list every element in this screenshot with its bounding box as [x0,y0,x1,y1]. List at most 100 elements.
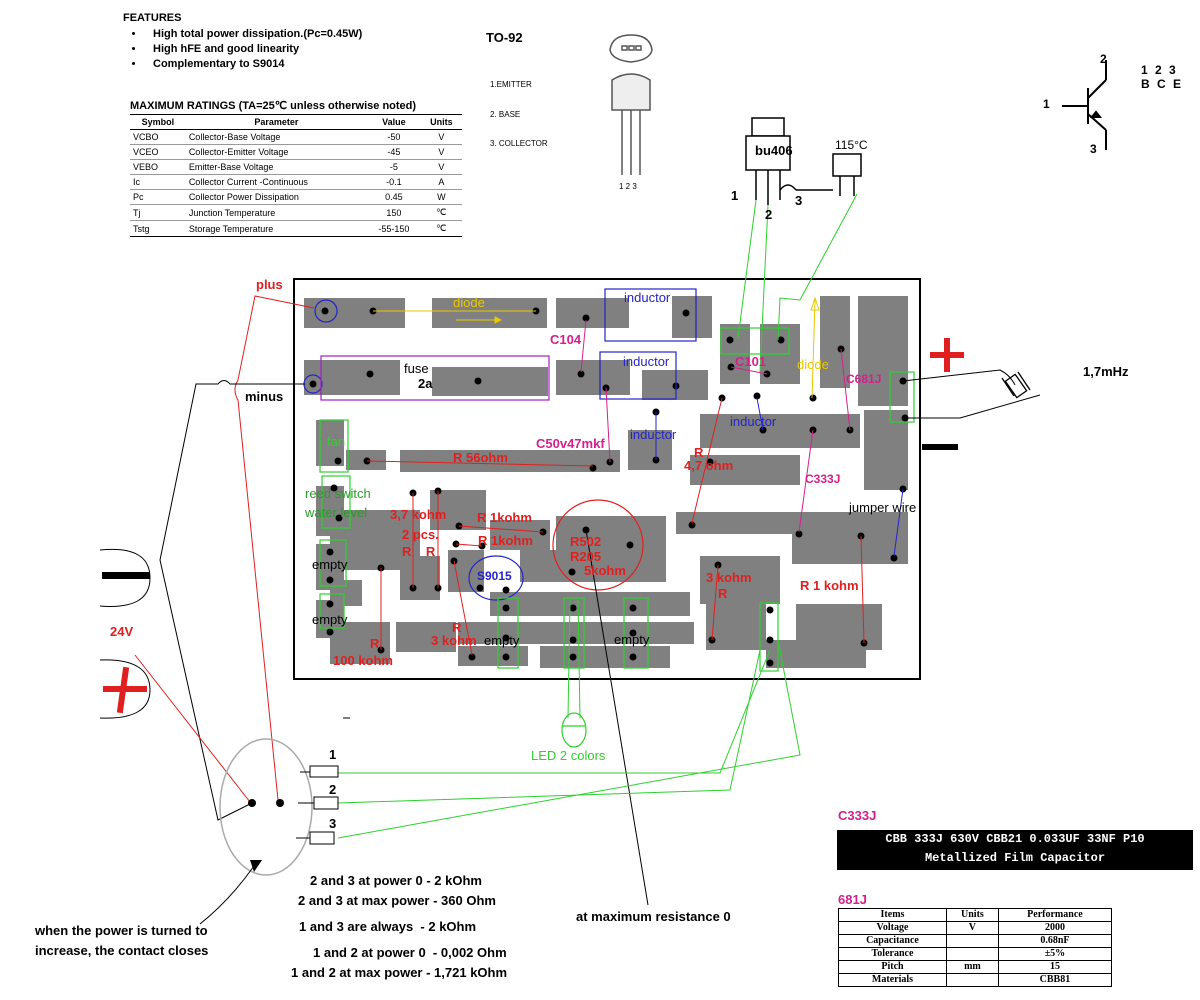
r3k-r: R [452,620,462,635]
reed-switch-label: reed switch [305,486,371,501]
empty-label: empty [484,633,520,648]
r3k-label: 3 kohm [706,570,752,585]
inductor-label: inductor [623,354,670,369]
trimmer-outline [552,499,644,591]
r1k-label: R 1kohm [478,533,533,548]
r47-value: 4,7 ohm [684,458,734,473]
empty-label: empty [312,612,348,627]
symbol-pin1: 1 [1043,97,1050,111]
inductor-outlines [303,288,697,601]
r3k-r: R [718,586,728,601]
note-2-3-min: 2 and 3 at power 0 - 2 kOhm [310,873,482,888]
r100-r: R [370,636,380,651]
spec-cell: Materials [838,973,947,987]
plus-supply-icon [99,659,151,719]
c333j-spec-line1: CBB 333J 630V CBB21 0.033UF 33NF P10 [885,832,1145,846]
pin-numbers: 1 2 3 [619,182,637,191]
led-icon [561,712,587,748]
r502-label: R502 [570,534,602,549]
minus-label: minus [245,389,284,404]
fuse-value: 2a [418,376,433,391]
symbol-pin3: 3 [1090,142,1097,156]
ratings-cell: Collector-Base Voltage [185,129,368,145]
ratings-cell: Storage Temperature [185,220,368,237]
r2pcs-label: 2 pcs. [402,527,439,542]
jumper-wire-label: jumper wire [849,500,917,515]
r1k-label: R 1kohm [477,510,532,525]
c104-label: C104 [550,332,582,347]
c50-label: C50v47mkf [536,436,605,451]
681j-spec-tag: 681J [838,892,867,907]
spec-cell: 2000 [997,921,1113,935]
inductor-label: inductor [730,414,777,429]
r205-label: R205 [570,549,602,564]
pin-label-collector: 3. COLLECTOR [490,139,548,148]
ratings-cell: -55-150 [367,220,421,237]
c681j-label: C681J [846,372,882,386]
spec-cell: ±5% [997,947,1113,961]
c101-label: C101 [735,354,767,369]
minus-terminal-icon [922,444,958,450]
to92-package-icon [609,34,653,175]
max-ratings-block: MAXIMUM RATINGS (TA=25℃ unless otherwise… [130,99,462,237]
diode-label: diode [797,357,829,372]
spec-cell: Voltage [838,921,947,935]
plus-terminal-icon [930,338,964,372]
package-title: TO-92 [486,30,523,45]
ratings-cell: -5 [367,159,421,175]
feature-item: High hFE and good linearity [145,42,362,57]
connector-pin1: 1 [329,747,337,762]
ratings-cell: Emitter-Base Voltage [185,159,368,175]
spec-cell: 0.68nF [997,934,1113,948]
spec-cell: Tolerance [838,947,947,961]
connector-pin3: 3 [329,816,337,831]
ratings-cell: VCBO [130,129,186,145]
component-outlines [319,327,915,672]
ratings-cell: Tstg [130,220,186,237]
fan-label: fan [327,434,346,449]
spec-cell [945,947,999,961]
table-row: Tolerance ±5% [838,947,1113,961]
ratings-cell: ℃ [420,204,462,221]
fuse-outline [320,355,550,401]
ratings-title: MAXIMUM RATINGS (TA=25℃ unless otherwise… [130,100,417,112]
spec-cell: 15 [997,960,1113,974]
ratings-cell: -45 [367,144,421,160]
empty-label: empty [614,632,650,647]
c333j-spec-bar: CBB 333J 630V CBB21 0.033UF 33NF P10 Met… [837,830,1193,870]
features-block: FEATURES High total power dissipation.(P… [123,12,362,72]
note-1-2-min: 1 and 2 at power 0 - 0,002 Ohm [313,945,507,960]
features-title: FEATURES [123,12,182,24]
ratings-cell: Junction Temperature [185,204,368,221]
water-level-label: water level [305,505,368,520]
pin-label-emitter: 1.EMITTER [490,80,532,89]
ratings-cell: A [420,174,462,190]
r3k-value: 3 kohm [431,633,477,648]
ratings-cell: Collector Power Dissipation [185,189,368,205]
note-max-resistance: at maximum resistance 0 [576,909,731,924]
r100-value: 100 kohm [333,653,393,668]
feature-item: Complementary to S9014 [145,57,362,72]
ratings-cell: V [420,144,462,160]
r37-label: 3,7 kohm [390,507,447,522]
features-list: High total power dissipation.(Pc=0.45W) … [123,27,362,72]
bu406-transistor-icon [745,117,862,205]
heatsink-temp-label: 115°C [835,138,868,152]
pin-name-label: B C E [1141,77,1184,91]
note-1-2-max: 1 and 2 at max power - 1,721 kOhm [291,965,508,980]
ratings-cell: Ic [130,174,186,190]
spec-cell: V [945,921,999,935]
ratings-cell: Tj [130,204,186,221]
